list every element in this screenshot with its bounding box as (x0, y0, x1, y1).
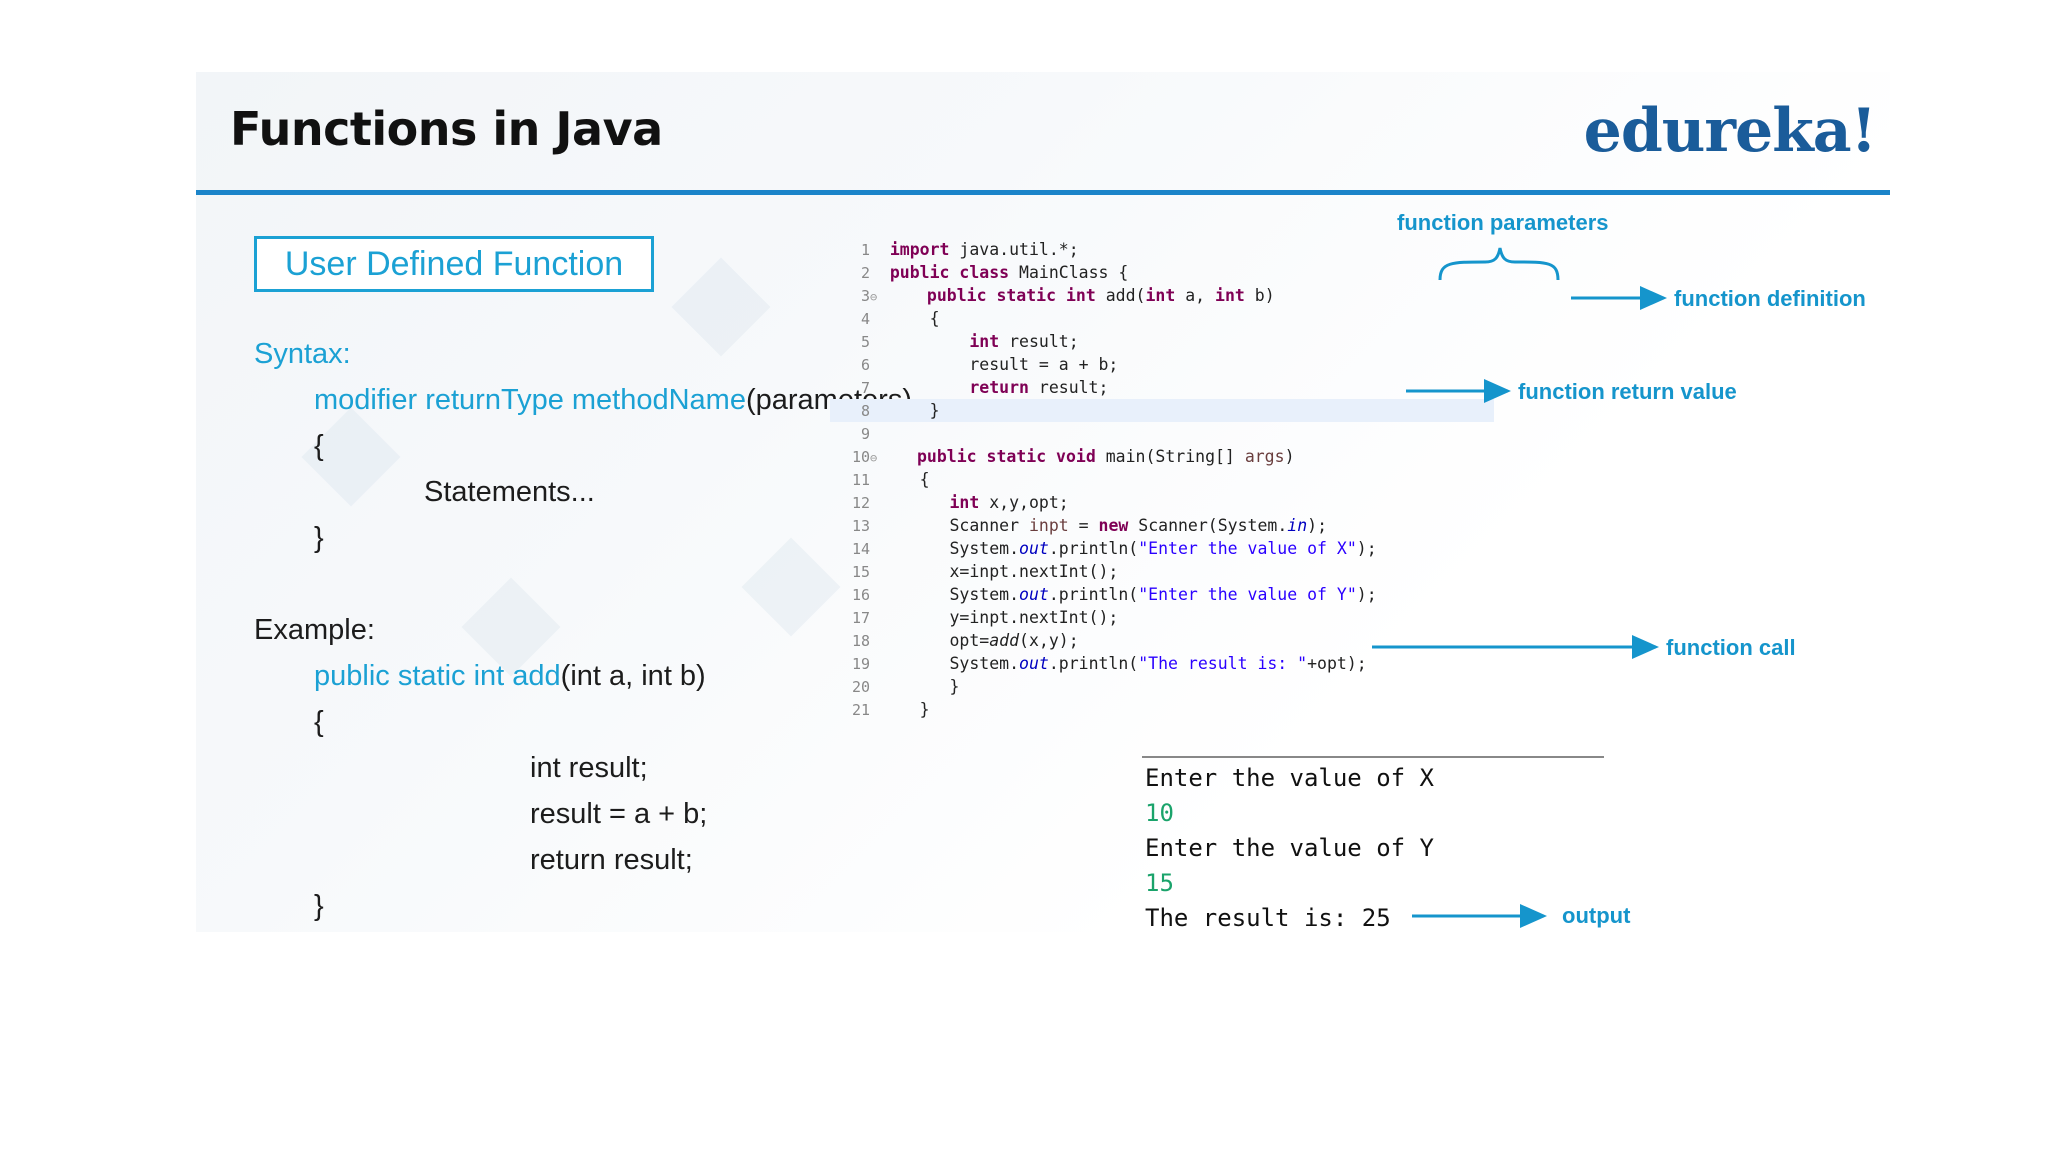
code-line: 20 } (830, 675, 1530, 698)
slide: Functions in Java edureka! User Defined … (196, 72, 1890, 932)
line-number: 12 (851, 494, 870, 512)
code-line: 12 int x,y,opt; (830, 491, 1530, 514)
syntax-signature-highlight: modifier returnType methodName (314, 384, 746, 416)
example-signature: public static int add(int a, int b) (314, 660, 706, 693)
code-line: 18 opt=add(x,y); (830, 629, 1530, 652)
line-number: 20 (851, 678, 870, 696)
line-number: 11 (851, 471, 870, 489)
line-number: 8 (860, 402, 870, 420)
example-signature-rest: (int a, int b) (560, 660, 706, 692)
code-line: 19 System.out.println("The result is: "+… (830, 652, 1530, 675)
line-number: 17 (851, 609, 870, 627)
code-line: 15 x=inpt.nextInt(); (830, 560, 1530, 583)
line-number: 15 (851, 563, 870, 581)
code-line: 7 return result; (830, 376, 1530, 399)
syntax-statements: Statements... (424, 476, 595, 508)
line-number: 5 (860, 333, 870, 351)
code-line: 2 public class MainClass { (830, 261, 1530, 284)
console-line: Enter the value of X (1145, 764, 1434, 792)
console-line: The result is: 25 (1145, 904, 1391, 932)
code-line: 21 } (830, 698, 1530, 721)
code-line: 11 { (830, 468, 1530, 491)
syntax-open-brace: { (314, 430, 324, 462)
line-number: 13 (851, 517, 870, 535)
header-rule (196, 190, 1890, 195)
annotation-output: output (1562, 903, 1631, 928)
line-number: 19 (851, 655, 870, 673)
line-number: 14 (851, 540, 870, 558)
code-line: 5 int result; (830, 330, 1530, 353)
line-number: 2 (860, 264, 870, 282)
syntax-close-brace: } (314, 522, 324, 554)
code-line: 16 System.out.println("Enter the value o… (830, 583, 1530, 606)
line-number: 16 (851, 586, 870, 604)
line-number: 7 (860, 379, 870, 397)
annotation-function-parameters: function parameters (1397, 210, 1609, 235)
code-line: 10⊖ public static void main(String[] arg… (830, 445, 1530, 468)
example-body-line: result = a + b; (530, 798, 708, 830)
line-number: 6 (860, 356, 870, 374)
annotation-function-return-value: function return value (1518, 379, 1737, 404)
code-line: 17 y=inpt.nextInt(); (830, 606, 1530, 629)
example-signature-highlight: public static int add (314, 660, 561, 692)
code-line: 9 (830, 422, 1530, 445)
code-line: 13 Scanner inpt = new Scanner(System.in)… (830, 514, 1530, 537)
edureka-logo: edureka! (1583, 96, 1877, 166)
console-number: 15 (1145, 869, 1174, 897)
code-line: 14 System.out.println("Enter the value o… (830, 537, 1530, 560)
line-number: 1 (860, 241, 870, 259)
example-open-brace: { (314, 706, 324, 738)
slide-title: Functions in Java (230, 102, 663, 156)
line-number: 10 (851, 448, 870, 466)
example-body-line: int result; (530, 752, 648, 784)
annotation-function-call: function call (1666, 635, 1796, 660)
background-diamond (671, 257, 771, 357)
syntax-signature: modifier returnType methodName(parameter… (314, 384, 912, 417)
console-number: 10 (1145, 799, 1174, 827)
example-close-brace: } (314, 890, 324, 922)
user-defined-function-box: User Defined Function (254, 236, 654, 292)
syntax-label: Syntax: (254, 338, 351, 370)
code-line: 1 import java.util.*; (830, 238, 1530, 261)
line-number: 4 (860, 310, 870, 328)
line-number: 18 (851, 632, 870, 650)
example-body-line: return result; (530, 844, 693, 876)
code-line: 4 { (830, 307, 1530, 330)
annotation-function-definition: function definition (1674, 286, 1866, 311)
background-diamond (741, 537, 841, 637)
example-label: Example: (254, 614, 375, 646)
line-number: 9 (860, 425, 870, 443)
console-divider (1142, 756, 1604, 758)
line-number: 21 (851, 701, 870, 719)
code-line: 3⊖ public static int add(int a, int b) (830, 284, 1530, 307)
code-line-highlighted: 8 } (830, 399, 1494, 422)
console-line: Enter the value of Y (1145, 834, 1434, 862)
line-number: 3 (860, 287, 870, 305)
code-line: 6 result = a + b; (830, 353, 1530, 376)
